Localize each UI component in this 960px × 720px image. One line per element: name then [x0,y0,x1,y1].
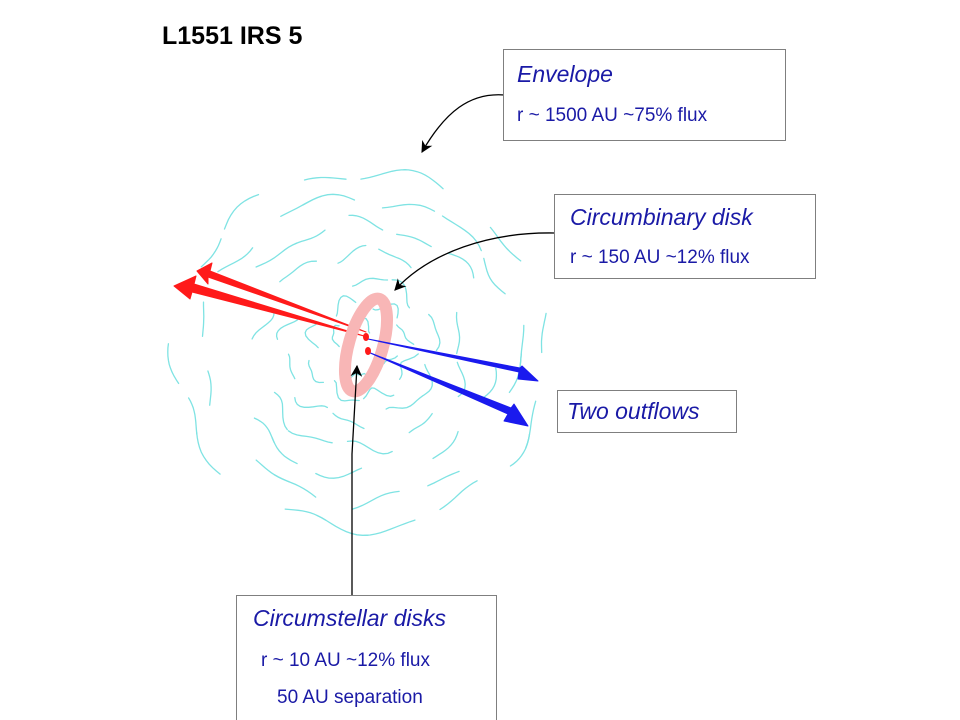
envelope-line [302,193,356,206]
envelope-line [271,436,298,465]
envelope-line [217,247,254,273]
circumstellar-disks-separation: 50 AU separation [277,687,423,708]
envelope-title: Envelope [517,61,613,87]
envelope-line [201,301,205,337]
blue-outflow-lower [367,351,529,427]
envelope-line [428,313,441,352]
envelope-line [396,233,432,248]
blue-outflows [367,338,539,427]
envelope-line [316,514,369,536]
envelope-label-box: Envelope r ~ 1500 AU ~75% flux [503,49,786,141]
envelope-line [253,417,275,444]
envelope-line [517,324,525,377]
envelope-line [255,459,290,483]
envelope-line [396,324,415,345]
envelope-line [362,387,395,400]
envelope-line [351,490,400,510]
envelope-line [441,215,482,252]
envelope-line [275,317,300,340]
envelope-line [381,203,436,212]
envelope-line [200,238,222,268]
red-outflow-lower [173,275,365,337]
envelope-line [378,248,412,269]
envelope-line [187,397,198,435]
envelope-line [422,363,433,397]
envelope-line [167,343,180,385]
envelope-line [408,412,433,434]
envelope-line [480,367,498,400]
envelope-line [332,412,365,430]
envelope-line [307,359,325,384]
envelope-line [284,508,327,521]
envelope-line [287,430,333,444]
envelope-line [207,370,212,406]
circumbinary-disk-stats: r ~ 150 AU ~12% flux [570,247,750,268]
circumbinary-disk [338,292,394,398]
envelope-line [385,395,424,410]
envelope-line [335,295,357,317]
envelope-line [346,440,393,455]
circumstellar-disks-pointer [350,364,363,596]
envelope-line [427,470,460,487]
envelope-line [447,252,475,279]
envelope-line [455,311,461,355]
circumbinary-disk-title: Circumbinary disk [570,204,753,230]
envelope-line [287,353,296,380]
blue-outflow-upper [367,338,539,382]
envelope-line [348,214,384,231]
envelope-line [489,226,522,262]
envelope-line [279,260,318,283]
envelope-line [196,432,221,475]
envelope-line [333,380,360,402]
outflows-label-box: Two outflows [557,390,737,433]
circumstellar-disk-south [365,347,371,355]
envelope-line [255,242,298,268]
envelope-line [251,311,275,340]
red-outflows [173,262,367,337]
circumbinary-disk-label-box: Circumbinary disk r ~ 150 AU ~12% flux [554,194,816,279]
envelope-line [540,312,547,354]
envelope-line [403,169,444,190]
envelope-line [509,433,531,467]
envelope-line [294,229,326,245]
envelope-line [351,277,389,287]
envelope-stats: r ~ 1500 AU ~75% flux [517,105,708,126]
envelope-line [364,519,416,537]
envelope-line [315,467,363,479]
red-outflow-upper [196,262,367,333]
envelope-line [294,396,329,409]
circumstellar-disks-label-box: Circumstellar disks r ~ 10 AU ~12% flux … [236,595,497,720]
envelope-line [304,322,319,349]
envelope-line [360,169,407,180]
circumstellar-disk-north [363,333,369,341]
outflows-title: Two outflows [567,398,700,424]
circumstellar-disks-stats: r ~ 10 AU ~12% flux [261,650,430,671]
envelope-line [432,430,459,460]
envelope-line [337,244,367,264]
circumbinary-disk-pointer [394,232,555,291]
envelope-pointer [421,94,506,154]
envelope-line [273,391,288,431]
envelope-line [439,480,478,511]
diagram-title: L1551 IRS 5 [162,22,303,50]
envelope-line [303,176,347,181]
envelope-line [483,257,506,295]
circumstellar-disks-title: Circumstellar disks [253,605,446,631]
envelope-line [223,193,260,230]
envelope-lines [167,169,547,537]
